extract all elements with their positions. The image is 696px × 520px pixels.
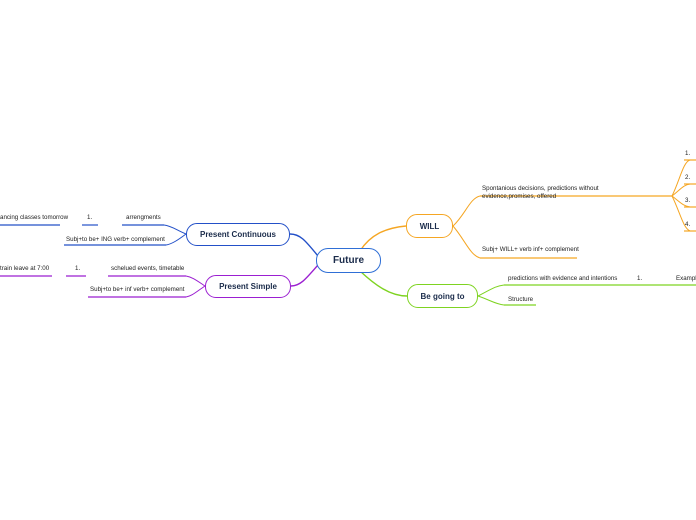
going-to-use-text[interactable]: predictions with evidence and intentions [508, 275, 618, 282]
topic-present-continuous[interactable]: Present Continuous [186, 223, 290, 246]
link-going-to-structure [477, 295, 505, 306]
link-present-continuous-structure [165, 233, 187, 246]
link-will-sub-1 [671, 159, 691, 197]
will-sub-number-1[interactable]: 1. [685, 150, 691, 157]
present-simple-example[interactable]: train leave at 7:00 [0, 265, 50, 272]
going-to-number[interactable]: 1. [637, 275, 643, 282]
link-will-sub-4 [671, 195, 691, 232]
going-to-example[interactable]: Exampl [676, 275, 696, 282]
will-sub-number-3[interactable]: 3. [685, 197, 691, 204]
central-topic-future[interactable]: Future [316, 248, 381, 273]
topic-be-going-to[interactable]: Be going to [407, 284, 478, 308]
link-present-simple-structure [185, 285, 206, 298]
link-will-structure [452, 225, 481, 259]
present-simple-structure-text[interactable]: Subj+to be+ inf verb+ complement [90, 286, 185, 293]
topic-present-simple[interactable]: Present Simple [205, 275, 291, 298]
link-central-present-simple [290, 264, 319, 287]
link-present-continuous-use [163, 224, 187, 235]
will-use-text[interactable]: Spontanious decisions, predictions witho… [482, 185, 599, 201]
present-continuous-example[interactable]: ancing classes tomorrow [0, 214, 69, 221]
link-will-use [452, 195, 481, 227]
link-central-present-continuous [289, 233, 319, 257]
link-present-simple-use [185, 275, 206, 287]
going-to-structure-text[interactable]: Structure [508, 296, 534, 303]
will-sub-number-4[interactable]: 4. [685, 221, 691, 228]
present-continuous-number[interactable]: 1. [87, 214, 93, 221]
present-continuous-use-text[interactable]: arrengments [126, 214, 161, 221]
link-central-going-to [359, 270, 408, 297]
will-sub-number-2[interactable]: 2. [685, 174, 691, 181]
link-central-will [359, 225, 407, 252]
present-continuous-structure-text[interactable]: Subj+to be+ ING verb+ complement [66, 236, 165, 243]
present-simple-use-text[interactable]: schelued events, timetable [111, 265, 185, 272]
present-simple-number[interactable]: 1. [75, 265, 81, 272]
topic-will[interactable]: WILL [406, 214, 453, 238]
link-going-to-use [477, 284, 505, 297]
will-structure-text[interactable]: Subj+ WILL+ verb inf+ complement [482, 246, 579, 253]
